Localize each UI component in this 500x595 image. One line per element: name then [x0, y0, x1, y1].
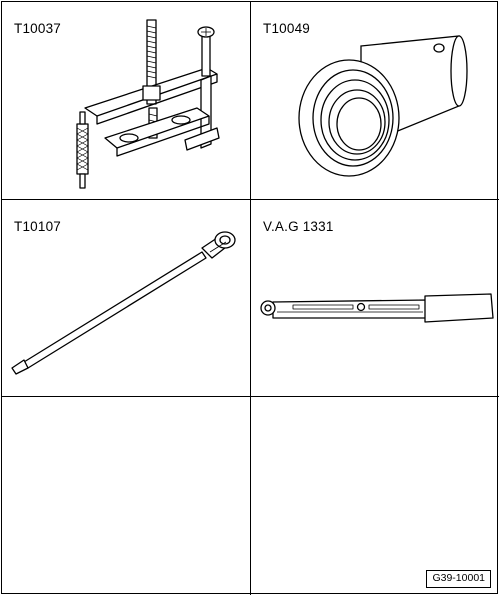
sleeve-tool-icon — [298, 35, 468, 177]
tool-label: T10037 — [14, 21, 61, 36]
puller-tool-icon — [76, 19, 220, 189]
tool-label: V.A.G 1331 — [263, 219, 334, 234]
extension-bit-icon — [11, 231, 236, 375]
empty-cell — [2, 397, 251, 595]
torque-wrench-icon — [260, 293, 494, 323]
tool-label: T10107 — [14, 219, 61, 234]
tool-cell-t10107: T10107 — [2, 200, 251, 397]
tool-cell-vag1331: V.A.G 1331 — [251, 200, 499, 397]
tool-cell-t10037: T10037 — [2, 2, 251, 200]
figure-reference: G39-10001 — [426, 570, 491, 588]
empty-cell: G39-10001 — [251, 397, 499, 595]
tool-label: T10049 — [263, 21, 310, 36]
tool-cell-t10049: T10049 — [251, 2, 499, 200]
